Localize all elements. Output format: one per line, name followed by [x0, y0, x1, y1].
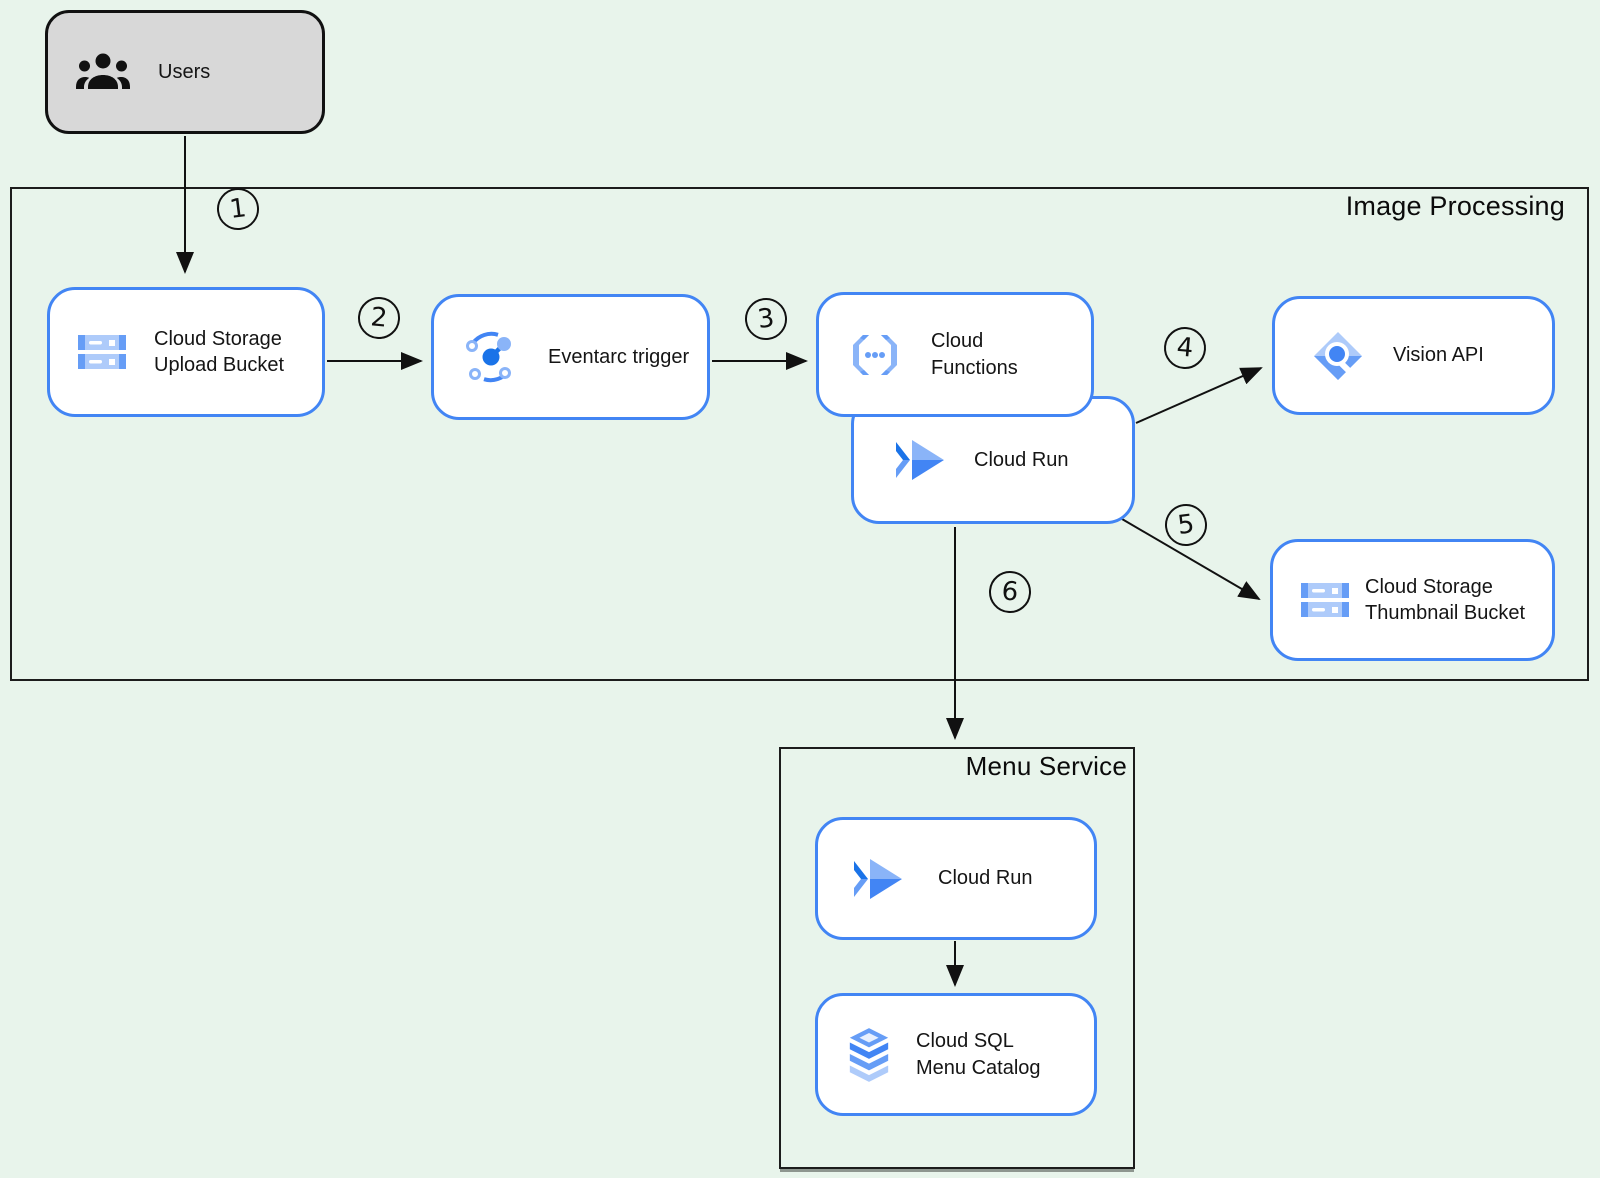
node-cloud-run-menu-service: Cloud Run [815, 817, 1097, 940]
image-processing-group-label: Image Processing [1345, 191, 1565, 221]
node-cloud-functions: Cloud Functions [816, 292, 1094, 417]
cloud-run-icon [852, 857, 904, 901]
edge-run-to-vision [1135, 367, 1263, 424]
node-label: Users [158, 60, 211, 83]
cloud-storage-icon [1301, 580, 1349, 620]
menu-service-group: Menu Service [779, 747, 1135, 1169]
edge-run-to-thumb-bucket [1121, 518, 1261, 601]
node-label: Cloud Functions [931, 330, 1018, 379]
node-vision-api: Vision API [1272, 296, 1555, 415]
node-label: Cloud Run [974, 448, 1069, 471]
cloud-functions-icon [847, 333, 903, 377]
node-cloud-storage-upload-bucket: Cloud Storage Upload Bucket [47, 287, 325, 417]
node-eventarc-trigger: Eventarc trigger [431, 294, 710, 420]
cloud-run-icon [894, 438, 946, 482]
menu-service-group-label: Menu Service [965, 751, 1127, 781]
node-label: Cloud Storage Thumbnail Bucket [1365, 575, 1526, 624]
users-icon [76, 51, 130, 93]
node-cloud-run-image-processing: Cloud Run [851, 396, 1135, 524]
node-cloud-sql-menu-catalog: Cloud SQL Menu Catalog [815, 993, 1097, 1116]
node-label: Cloud SQL Menu Catalog [916, 1030, 1041, 1079]
node-label: Eventarc trigger [548, 345, 690, 368]
vision-api-icon [1311, 329, 1365, 383]
node-label: Vision API [1393, 344, 1484, 367]
image-processing-group: Image Processing [10, 187, 1589, 681]
eventarc-icon [462, 328, 520, 386]
node-cloud-storage-thumbnail-bucket: Cloud Storage Thumbnail Bucket [1270, 539, 1555, 661]
cloud-storage-icon [78, 332, 126, 372]
node-label: Cloud Storage Upload Bucket [154, 327, 285, 376]
cloud-sql-icon [846, 1027, 892, 1082]
node-label: Cloud Run [938, 867, 1033, 890]
node-users: Users [45, 10, 325, 134]
